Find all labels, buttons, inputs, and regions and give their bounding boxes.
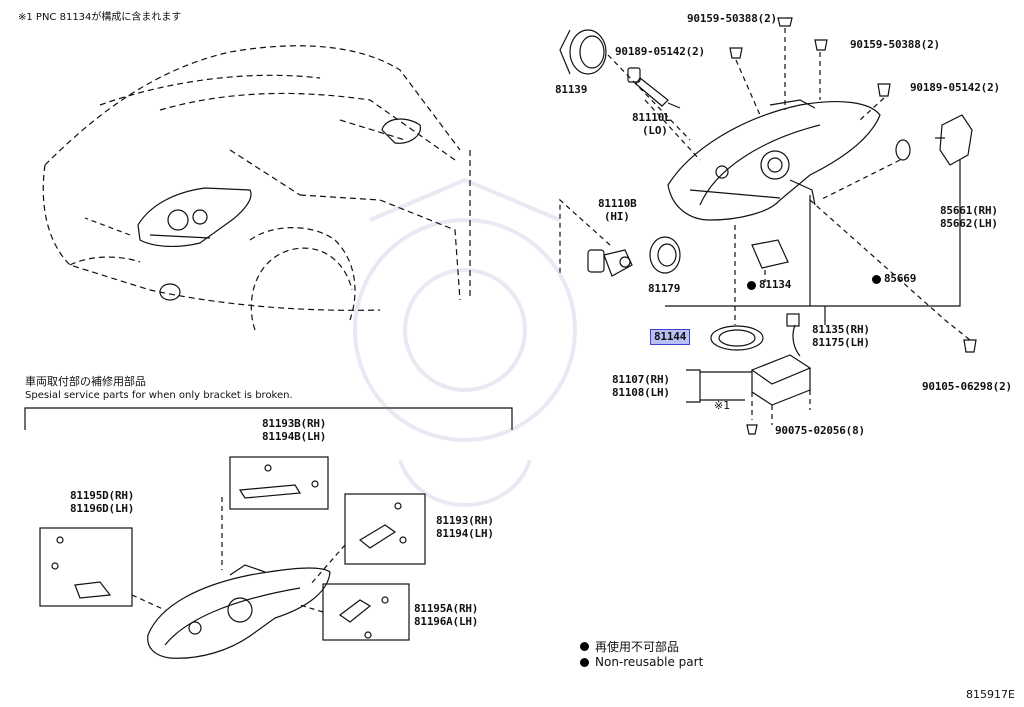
car-outline	[42, 45, 471, 331]
part-label-81134[interactable]: 81134	[747, 279, 791, 291]
part-label-90189-b[interactable]: 90189-05142(2)	[910, 81, 1000, 94]
service-bracket	[24, 407, 513, 430]
leader-lines	[84, 28, 971, 425]
service-parts-drawn	[51, 464, 407, 639]
part-label-81139[interactable]: 81139	[555, 83, 588, 96]
part-label-81110l[interactable]: 81110L	[632, 111, 671, 124]
service-boxes	[39, 456, 426, 641]
part-label-85669[interactable]: 85669	[872, 273, 916, 285]
pnc-note: ※1 PNC 81134が構成に含まれます	[18, 12, 182, 23]
gasket-81134	[751, 239, 789, 269]
part-number: 85669	[884, 272, 917, 285]
legend-text-jp: 再使用不可部品	[595, 640, 680, 654]
actuator-85661	[935, 114, 973, 166]
part-label-85661[interactable]: 85661(RH)	[940, 204, 998, 217]
mirror	[381, 118, 421, 144]
part-label-81110l-sub: (LO)	[642, 124, 668, 137]
part-label-81144-highlighted[interactable]: 81144	[650, 329, 691, 345]
part-label-90159-b[interactable]: 90159-50388(2)	[850, 38, 940, 51]
part-label-90189-a[interactable]: 90189-05142(2)	[615, 45, 705, 58]
part-label-81107[interactable]: 81107(RH)	[612, 373, 670, 386]
part-label-81179[interactable]: 81179	[648, 282, 681, 295]
seal-85669	[895, 139, 911, 161]
group-bracket-81107	[686, 369, 752, 403]
part-label-81193b[interactable]: 81193B(RH)	[262, 417, 327, 430]
non-reusable-dot	[872, 274, 881, 284]
part-label-81193[interactable]: 81193(RH)	[436, 514, 494, 527]
group-bracket-81135	[665, 160, 961, 325]
legend-row-en: Non-reusable part	[580, 655, 703, 669]
part-label-81135[interactable]: 81135(RH)	[812, 323, 870, 336]
part-label-81175[interactable]: 81175(LH)	[812, 336, 870, 349]
part-label-90105[interactable]: 90105-06298(2)	[922, 380, 1012, 393]
part-label-90159-a[interactable]: 90159-50388(2)	[687, 12, 777, 25]
headlamp-assembly	[667, 99, 881, 221]
diagram-code: 815917E	[966, 688, 1015, 701]
service-title-en: Spesial service parts for when only brac…	[25, 390, 293, 401]
ballast-81107	[750, 313, 812, 406]
ring-81179	[649, 236, 681, 274]
part-label-90075[interactable]: 90075-02056(8)	[775, 424, 865, 437]
bulb-hi	[587, 249, 633, 277]
part-label-81110b-sub: (HI)	[604, 210, 630, 223]
service-title-jp: 車両取付部の補修用部品	[25, 375, 146, 388]
service-headlamp	[147, 564, 331, 659]
note-mark-1: ※1	[714, 399, 731, 412]
part-label-81195a[interactable]: 81195A(RH)	[414, 602, 479, 615]
fog-light	[159, 283, 181, 301]
part-label-81194b[interactable]: 81194B(LH)	[262, 430, 327, 443]
service-leaders	[131, 497, 346, 613]
legend-dot	[580, 642, 589, 651]
part-label-81110b[interactable]: 81110B	[598, 197, 637, 210]
part-label-81196a[interactable]: 81196A(LH)	[414, 615, 479, 628]
part-label-81108[interactable]: 81108(LH)	[612, 386, 670, 399]
screws	[729, 17, 977, 435]
non-reusable-dot	[747, 280, 756, 290]
part-number: 81134	[759, 278, 792, 291]
legend-text-en: Non-reusable part	[595, 655, 704, 669]
part-label-81195d[interactable]: 81195D(RH)	[70, 489, 135, 502]
watermark-crest	[353, 177, 577, 507]
legend-row-jp: 再使用不可部品	[580, 638, 679, 655]
part-label-81194[interactable]: 81194(LH)	[436, 527, 494, 540]
cap-81144	[710, 325, 764, 351]
cap-81139	[559, 29, 607, 75]
part-label-85662[interactable]: 85662(LH)	[940, 217, 998, 230]
car-headlight	[137, 187, 252, 247]
legend-dot	[580, 657, 589, 667]
part-label-81196d[interactable]: 81196D(LH)	[70, 502, 135, 515]
